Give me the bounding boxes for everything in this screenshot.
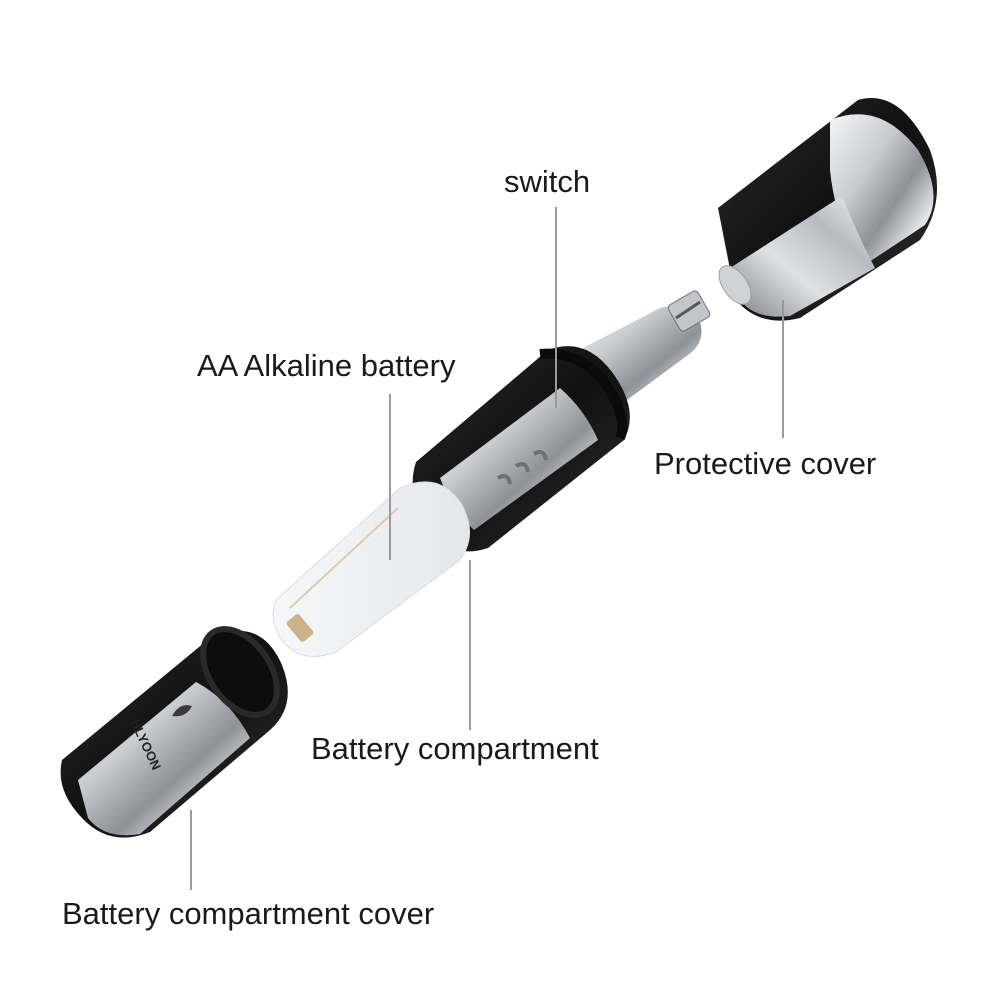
label-aa-battery: AA Alkaline battery — [197, 350, 456, 381]
aa-battery — [273, 482, 469, 657]
label-protective-cover: Protective cover — [654, 448, 876, 479]
battery-compartment-cover: HLYOON — [61, 615, 293, 837]
label-switch: switch — [504, 166, 590, 197]
label-battery-compartment-cover: Battery compartment cover — [62, 898, 434, 929]
protective-cover — [713, 98, 937, 321]
label-battery-compartment: Battery compartment — [311, 733, 599, 764]
